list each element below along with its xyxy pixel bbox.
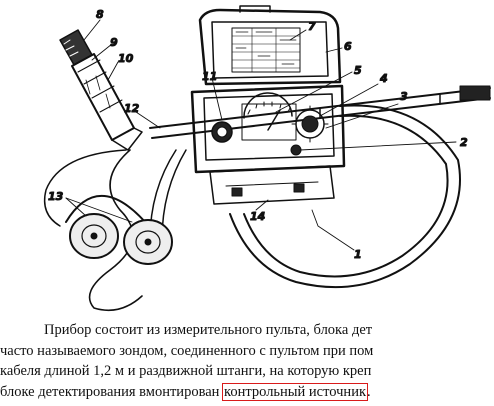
paragraph-line-1: Прибор состоит из измерительного пульта,… (44, 322, 373, 338)
console-body (190, 84, 346, 205)
paragraph-line-4-end: . (367, 383, 371, 400)
callout-1: 1 (354, 248, 362, 261)
leader-lines (65, 19, 457, 251)
headphones (65, 195, 173, 265)
callout-3: 3 (400, 90, 408, 103)
instrument-illustration: 1 2 3 4 5 6 7 8 9 10 11 12 13 14 (43, 5, 491, 312)
highlighted-term: контрольный источник (222, 382, 368, 401)
console-lid (198, 5, 342, 86)
paragraph-line-4: блоке детектирования вмонтирован контрол… (0, 382, 494, 403)
body-paragraph: Прибор состоит из измерительного пульта,… (0, 318, 494, 406)
cable (43, 149, 143, 312)
callout-5: 5 (354, 64, 362, 77)
callout-4: 4 (379, 72, 388, 85)
callout-6: 6 (344, 40, 352, 53)
callout-8: 8 (96, 8, 104, 21)
callout-9: 9 (110, 36, 118, 49)
callout-2: 2 (460, 136, 468, 149)
callout-11: 11 (202, 70, 217, 83)
paragraph-line-3: кабеля длиной 1,2 м и раздвижной штанги,… (0, 363, 372, 379)
telescopic-rod (149, 85, 491, 139)
callout-7: 7 (308, 20, 316, 33)
paragraph-line-4-text: блоке детектирования вмонтирован (0, 383, 224, 400)
callout-10: 10 (118, 52, 134, 65)
callout-14: 14 (250, 210, 265, 223)
callout-12: 12 (124, 102, 140, 115)
detection-probe (59, 29, 143, 151)
paragraph-line-2: часто называемого зондом, соединенного с… (0, 342, 374, 359)
callout-13: 13 (48, 190, 64, 203)
